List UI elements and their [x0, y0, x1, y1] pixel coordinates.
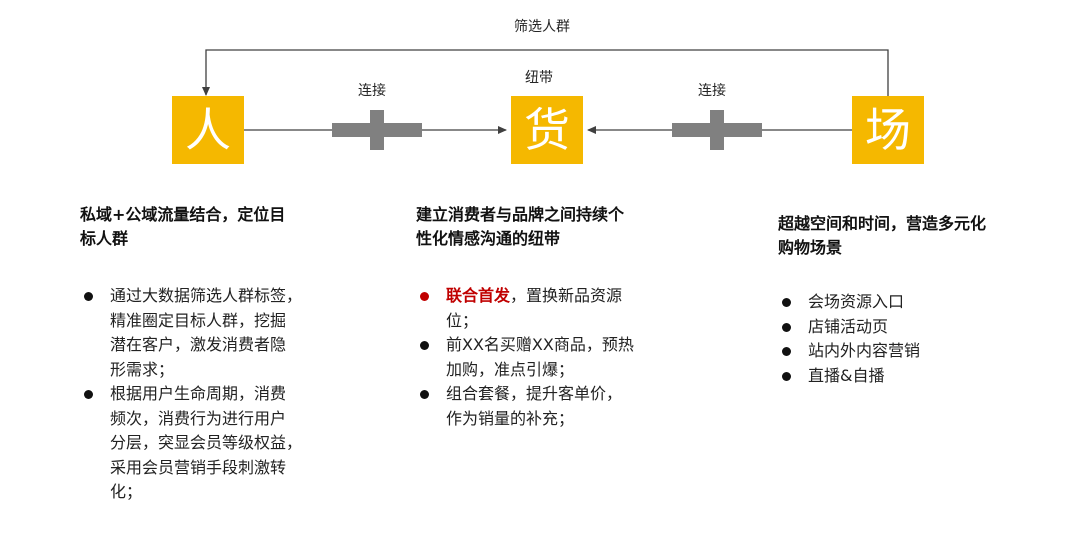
- goods-bullet-list: 联合首发，置换新品资源 位； 前XX名买赠XX商品，预热 加购，准点引爆； 组合…: [416, 284, 706, 431]
- list-item: 通过大数据筛选人群标签， 精准圈定目标人群，挖掘 潜在客户，激发消费者隐 形需求…: [80, 284, 370, 382]
- feedback-loop-line: [202, 49, 889, 96]
- people-bullet-list: 通过大数据筛选人群标签， 精准圈定目标人群，挖掘 潜在客户，激发消费者隐 形需求…: [80, 284, 370, 505]
- list-item: 店铺活动页: [778, 315, 1058, 340]
- left-connect-label: 连接: [358, 83, 386, 99]
- list-item: 直播&自播: [778, 364, 1058, 389]
- right-plus-connector: [672, 110, 762, 150]
- list-item: 站内外内容营销: [778, 339, 1058, 364]
- list-item: 联合首发，置换新品资源 位；: [416, 284, 706, 333]
- highlight-text: 联合首发: [446, 286, 511, 305]
- goods-heading: 建立消费者与品牌之间持续个 性化情感沟通的纽带: [416, 205, 625, 248]
- filter-crowd-label: 筛选人群: [514, 19, 570, 35]
- right-connect-label: 连接: [698, 83, 726, 99]
- list-item: 根据用户生命周期，消费 频次，消费行为进行用户 分层，突显会员等级权益， 采用会…: [80, 382, 370, 505]
- flow-diagram: [202, 49, 889, 150]
- people-heading: 私域+公域流量结合，定位目 标人群: [80, 205, 286, 248]
- place-bullet-list: 会场资源入口 店铺活动页 站内外内容营销 直播&自播: [778, 290, 1058, 388]
- goods-node: 货: [511, 96, 583, 164]
- place-node: 场: [852, 96, 924, 164]
- list-item: 组合套餐，提升客单价， 作为销量的补充；: [416, 382, 706, 431]
- list-item: 前XX名买赠XX商品，预热 加购，准点引爆；: [416, 333, 706, 382]
- people-node: 人: [172, 96, 244, 164]
- left-plus-connector: [332, 110, 422, 150]
- bond-label: 纽带: [525, 70, 553, 86]
- list-item: 会场资源入口: [778, 290, 1058, 315]
- place-heading: 超越空间和时间，营造多元化 购物场景: [778, 214, 987, 257]
